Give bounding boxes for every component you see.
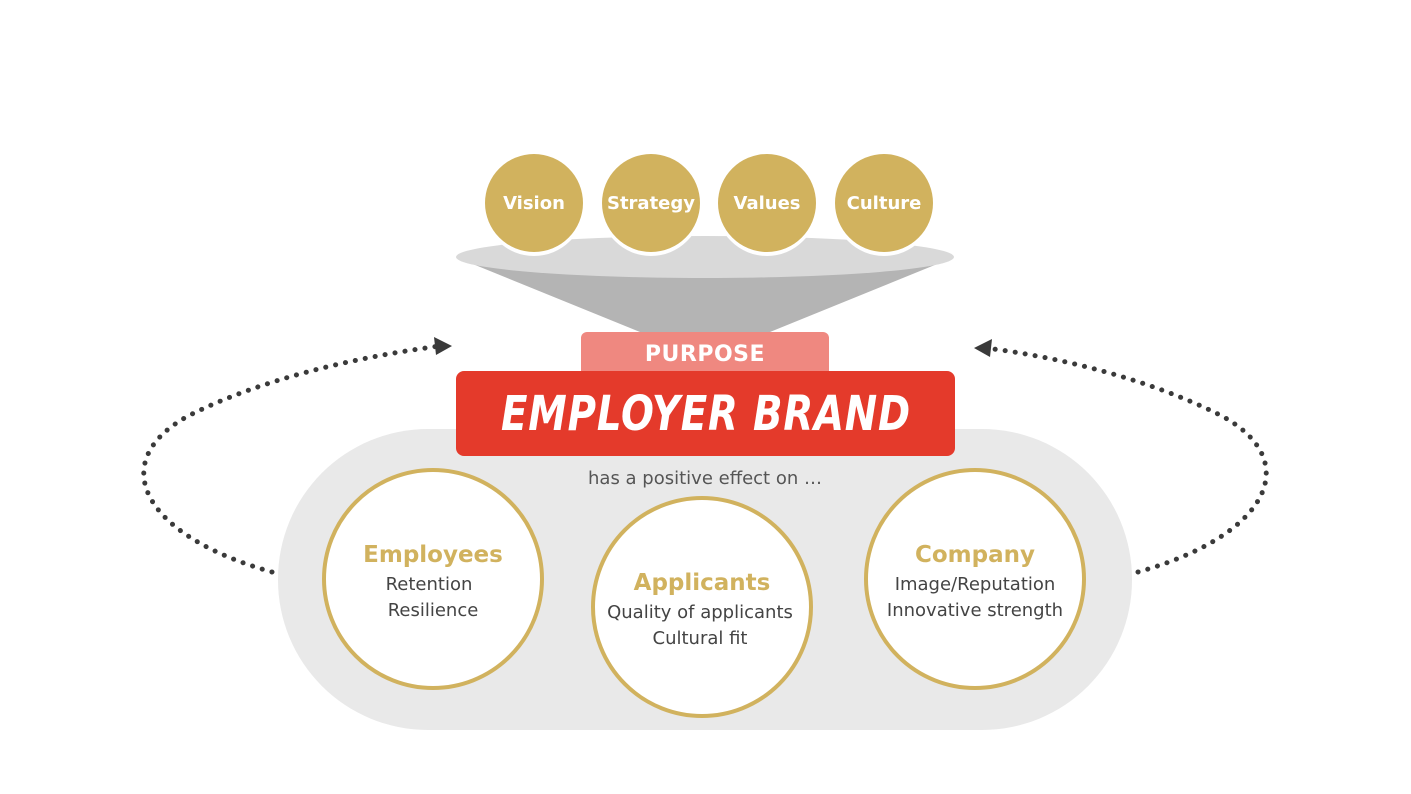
effect-caption: has a positive effect on … (588, 468, 822, 489)
purpose-label: PURPOSE (645, 342, 765, 367)
target-employees: Employees Retention Resilience (322, 468, 544, 690)
purpose-block: PURPOSE (581, 332, 829, 378)
pillar-label: Strategy (607, 193, 695, 214)
target-line: Innovative strength (887, 600, 1063, 621)
target-title: Employees (363, 542, 503, 568)
pillar-values: Values (716, 154, 818, 256)
target-line: Quality of applicants (607, 602, 793, 623)
pillar-label: Culture (847, 193, 922, 214)
left-cycle-arrow (141, 337, 452, 575)
target-applicants: Applicants Quality of applicants Cultura… (591, 496, 813, 718)
funnel-rim (456, 236, 954, 278)
pillar-label: Vision (503, 193, 565, 214)
left-arrowhead-icon (434, 337, 452, 355)
employer-brand-label: EMPLOYER BRAND (501, 386, 911, 442)
target-company: Company Image/Reputation Innovative stre… (864, 468, 1086, 690)
pillar-label: Values (734, 193, 801, 214)
target-line: Image/Reputation (895, 574, 1056, 595)
target-line: Resilience (388, 600, 479, 621)
target-title: Company (915, 542, 1035, 568)
pillar-culture: Culture (833, 154, 935, 256)
target-line: Retention (386, 574, 473, 595)
pillar-strategy: Strategy (600, 154, 702, 256)
pillar-vision: Vision (483, 154, 585, 256)
target-title: Applicants (634, 570, 771, 596)
right-arrowhead-icon (974, 339, 992, 357)
funnel (456, 236, 954, 332)
right-cycle-arrow (974, 339, 1269, 575)
employer-brand-banner: EMPLOYER BRAND (456, 371, 955, 456)
target-line: Cultural fit (653, 628, 748, 649)
